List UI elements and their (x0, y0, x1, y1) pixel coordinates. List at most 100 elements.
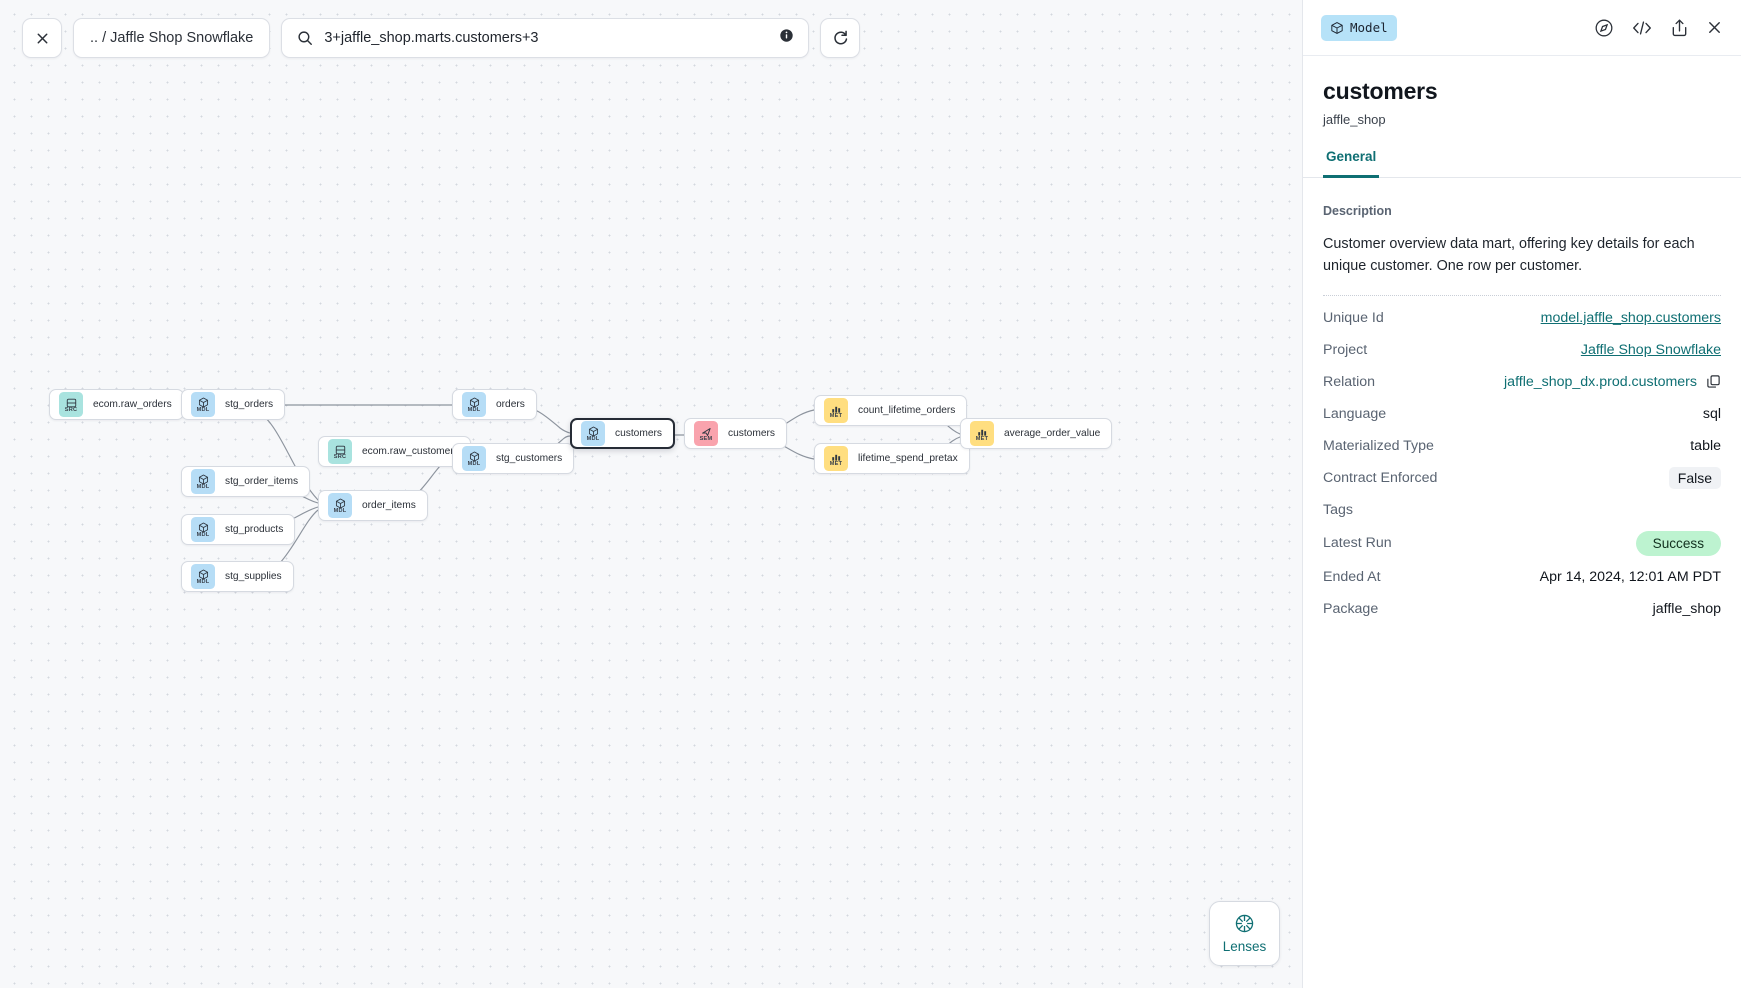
copy-relation-button[interactable] (1706, 374, 1721, 389)
sem-badge-icon: SEM (694, 421, 718, 446)
graph-node-stg_supplies[interactable]: MDL stg_supplies (181, 561, 294, 592)
property-key: Tags (1323, 501, 1353, 518)
property-value: table (1690, 437, 1721, 454)
property-value: False (1668, 466, 1721, 489)
search-bar[interactable]: 3+jaffle_shop.marts.customers+3 (281, 18, 810, 58)
search-input[interactable]: 3+jaffle_shop.marts.customers+3 (324, 30, 539, 46)
copy-icon[interactable] (1706, 374, 1721, 389)
mdl-badge-icon: MDL (328, 493, 352, 518)
tab-general[interactable]: General (1323, 149, 1380, 178)
breadcrumb[interactable]: .. / Jaffle Shop Snowflake (73, 18, 271, 58)
property-key: Contract Enforced (1323, 469, 1438, 486)
mdl-badge-icon: MDL (462, 392, 486, 417)
graph-node-label: average_order_value (1004, 428, 1101, 439)
graph-node-label: customers (615, 428, 662, 439)
aperture-icon (1235, 914, 1254, 933)
mdl-badge-icon: MDL (191, 564, 215, 589)
property-key: Language (1323, 405, 1387, 422)
details-panel: Model (1302, 0, 1741, 988)
graph-node-label: order_items (362, 500, 416, 511)
share-icon[interactable] (1670, 18, 1689, 38)
graph-node-lifetime_spend_pretax[interactable]: MET lifetime_spend_pretax (814, 443, 970, 474)
property-row: Package jaffle_shop (1323, 593, 1721, 625)
property-value-wrap: False (1668, 466, 1721, 489)
close-panel-icon[interactable] (1706, 19, 1723, 36)
graph-node-label: ecom.raw_customers (362, 446, 459, 457)
graph-node-order_items[interactable]: MDL order_items (318, 490, 428, 521)
graph-node-ecom_raw_customers[interactable]: SRC ecom.raw_customers (318, 436, 471, 467)
graph-node-label: lifetime_spend_pretax (858, 453, 958, 464)
property-value-wrap: table (1690, 438, 1721, 454)
resource-type-chip: Model (1321, 14, 1397, 41)
property-value-wrap: sql (1703, 406, 1721, 422)
graph-node-stg_orders[interactable]: MDL stg_orders (181, 389, 286, 420)
property-key: Ended At (1323, 568, 1381, 585)
mdl-badge-icon: MDL (462, 446, 486, 471)
property-row: Language sql (1323, 398, 1721, 430)
property-value[interactable]: Jaffle Shop Snowflake (1580, 341, 1721, 358)
close-icon (37, 33, 47, 43)
property-row: Ended At Apr 14, 2024, 12:01 AM PDT (1323, 561, 1721, 593)
panel-body: Description Customer overview data mart,… (1303, 178, 1741, 988)
property-value[interactable]: model.jaffle_shop.customers (1540, 309, 1721, 326)
property-key: Relation (1323, 373, 1376, 390)
graph-node-label: stg_order_items (225, 476, 299, 487)
lenses-button[interactable]: Lenses (1209, 901, 1280, 966)
property-row: Unique Id model.jaffle_shop.customers (1323, 302, 1721, 334)
property-value: Apr 14, 2024, 12:01 AM PDT (1539, 568, 1721, 585)
panel-header: Model (1303, 0, 1741, 56)
property-value-wrap: Jaffle Shop Snowflake (1581, 342, 1721, 358)
property-key: Unique Id (1323, 309, 1384, 326)
divider (1323, 294, 1721, 296)
property-row: Project Jaffle Shop Snowflake (1323, 334, 1721, 366)
panel-header-actions (1594, 18, 1723, 38)
canvas-toolbar: .. / Jaffle Shop Snowflake 3+jaffle_shop… (22, 18, 861, 58)
property-value-wrap: jaffle_shop (1653, 601, 1721, 617)
graph-node-stg_order_items[interactable]: MDL stg_order_items (181, 466, 311, 497)
mdl-badge-icon: MDL (191, 469, 215, 494)
explore-icon[interactable] (1594, 18, 1614, 38)
mdl-badge-icon: MDL (191, 392, 215, 417)
property-value: sql (1702, 405, 1721, 422)
lenses-label: Lenses (1222, 939, 1267, 954)
refresh-icon (834, 30, 848, 44)
property-row: Contract Enforced False (1323, 462, 1721, 494)
property-key: Package (1323, 600, 1379, 617)
graph-node-customers_model[interactable]: MDL customers (570, 418, 675, 449)
lineage-canvas[interactable]: .. / Jaffle Shop Snowflake 3+jaffle_shop… (0, 0, 1302, 988)
met-badge-icon: MET (970, 421, 994, 446)
property-key: Project (1323, 341, 1368, 358)
panel-tabs: General (1303, 149, 1741, 178)
met-badge-icon: MET (824, 446, 848, 471)
resource-type-label: Model (1350, 20, 1388, 35)
property-value: jaffle_shop (1652, 600, 1721, 617)
graph-node-label: ecom.raw_orders (93, 399, 172, 410)
graph-node-label: stg_orders (225, 399, 274, 410)
property-value-wrap: Apr 14, 2024, 12:01 AM PDT (1540, 569, 1721, 585)
mdl-badge-icon: MDL (581, 421, 605, 446)
info-icon[interactable] (779, 28, 794, 48)
status-badge: Success (1635, 530, 1721, 556)
mdl-badge-icon: MDL (191, 517, 215, 542)
panel-title-block: customers jaffle_shop (1303, 56, 1741, 127)
property-value-wrap: Success (1635, 530, 1721, 556)
property-value-wrap: model.jaffle_shop.customers (1541, 310, 1721, 326)
refresh-button[interactable] (820, 18, 861, 58)
graph-node-average_order_value[interactable]: MET average_order_value (960, 418, 1113, 449)
graph-node-label: stg_supplies (225, 571, 282, 582)
src-badge-icon: SRC (328, 439, 352, 464)
close-button[interactable] (22, 18, 62, 58)
search-icon (297, 30, 313, 46)
code-icon[interactable] (1631, 18, 1653, 38)
